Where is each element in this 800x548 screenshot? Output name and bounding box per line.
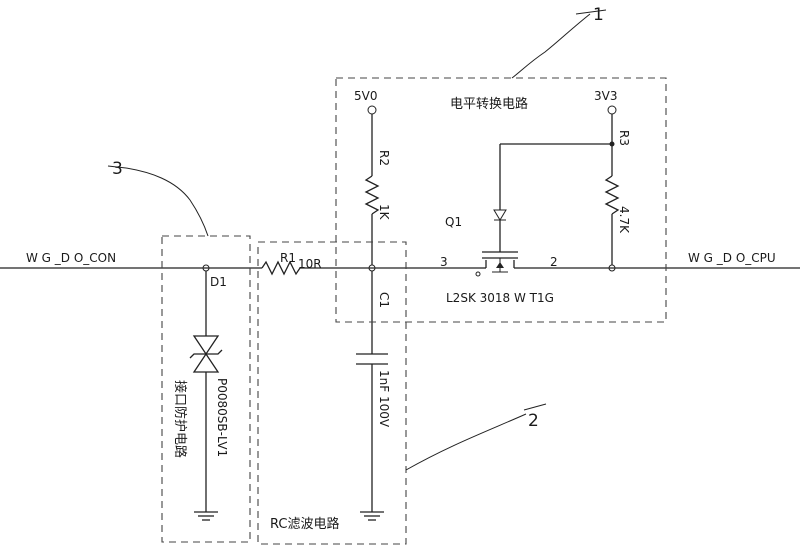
- callout-1-leader: [512, 14, 590, 78]
- callout-2-number: 2: [528, 411, 539, 431]
- v5-label: 5V0: [354, 89, 377, 103]
- c1-ground-icon: [360, 512, 384, 520]
- d1-tvs-diode: [194, 336, 218, 354]
- q1-pin2-label: 2: [550, 255, 558, 269]
- signal-input-label: W G _D O_CON: [26, 251, 116, 265]
- q1-label: Q1: [445, 215, 462, 229]
- callout-1-number: 1: [593, 5, 604, 25]
- level-shift-title: 电平转换电路: [450, 96, 528, 112]
- callout-2-hook: [524, 404, 546, 410]
- d1-part: P0080SB-LV1: [215, 378, 229, 457]
- c1-label: C1: [377, 292, 391, 308]
- q1-part: L2SK 3018 W T1G: [446, 291, 554, 305]
- q1-mosfet: [476, 230, 520, 276]
- d1-ground-icon: [194, 512, 218, 520]
- q1-gate-diode: [494, 144, 506, 230]
- r2-resistor: [366, 176, 378, 214]
- q1-pin3-label: 3: [440, 255, 448, 269]
- r3-value: 4.7K: [617, 206, 631, 234]
- rc-filter-title: RC滤波电路: [270, 516, 339, 532]
- r3-junction: [610, 142, 615, 147]
- protection-title: 接口防护电路: [172, 380, 188, 458]
- d1-label: D1: [210, 275, 227, 289]
- signal-output-label: W G _D O_CPU: [688, 251, 776, 265]
- r3-resistor: [606, 176, 618, 214]
- d1-tvs-diode-lower: [194, 354, 218, 372]
- r3-label: R3: [617, 130, 631, 146]
- c1-value: 1nF 100V: [377, 370, 391, 428]
- level-shift-block: [336, 78, 666, 322]
- v33-terminal: [608, 106, 616, 114]
- callout-3-leader: [126, 168, 208, 236]
- d1-tvs-bar: [190, 350, 222, 358]
- callout-3-number: 3: [112, 159, 123, 179]
- v5-terminal: [368, 106, 376, 114]
- callout-2-leader: [406, 414, 526, 470]
- r2-value: 1K: [377, 204, 391, 221]
- r1-label: R1: [280, 251, 296, 265]
- r2-label: R2: [377, 150, 391, 166]
- r1-value: 10R: [298, 257, 322, 271]
- v33-label: 3V3: [594, 89, 617, 103]
